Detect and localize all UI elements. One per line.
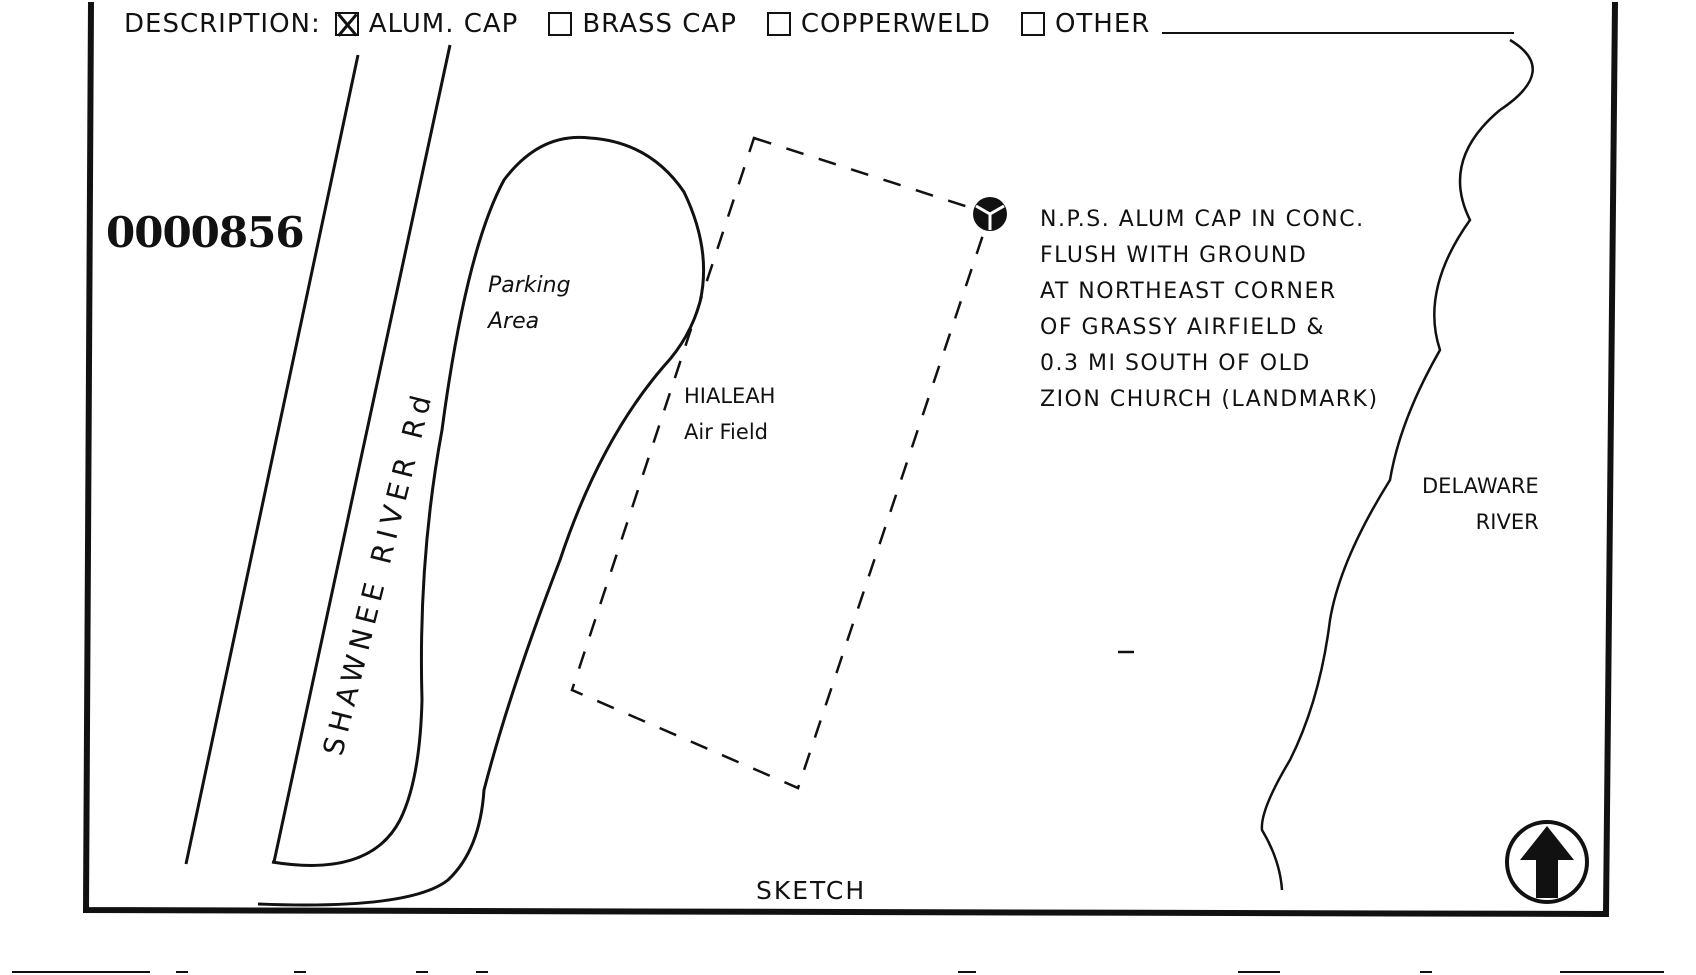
brass-cap-checkbox[interactable] [548, 12, 573, 36]
river-bank [1260, 38, 1534, 891]
option-copperweld[interactable]: COPPERWELD [766, 9, 991, 39]
note-line: N.P.S. ALUM CAP IN CONC. [1040, 207, 1365, 232]
serial-number: 0000856 [106, 208, 305, 257]
airfield-label: HIALEAH Air Field [684, 378, 775, 450]
copperweld-label: COPPERWELD [800, 9, 991, 39]
note-line: OF GRASSY AIRFIELD & [1040, 315, 1326, 340]
north-arrow-icon [1505, 820, 1589, 904]
river-label-line2: RIVER [1475, 510, 1539, 534]
note-line: ZION CHURCH (LANDMARK) [1040, 387, 1379, 412]
other-checkbox[interactable] [1020, 12, 1045, 36]
airfield-label-line2: Air Field [684, 420, 768, 444]
note-line: 0.3 MI SOUTH OF OLD [1040, 351, 1311, 376]
description-label: DESCRIPTION: [124, 9, 321, 39]
survey-marker-icon [973, 197, 1007, 231]
note-line: AT NORTHEAST CORNER [1040, 279, 1337, 304]
brass-cap-label: BRASS CAP [582, 9, 737, 39]
sketch-frame [82, 1, 1618, 918]
alum-cap-checkbox[interactable] [334, 12, 359, 36]
parking-label-line2: Area [488, 309, 540, 334]
other-blank-line[interactable] [1162, 32, 1515, 34]
option-other[interactable]: OTHER [1020, 9, 1515, 39]
road-edge-right [272, 44, 452, 863]
airfield-label-line1: HIALEAH [684, 384, 776, 408]
option-brass-cap[interactable]: BRASS CAP [548, 9, 737, 39]
marker-notes: N.P.S. ALUM CAP IN CONC. FLUSH WITH GROU… [1040, 202, 1379, 418]
parking-loop [257, 135, 706, 907]
other-label: OTHER [1054, 9, 1151, 39]
alum-cap-label: ALUM. CAP [368, 9, 519, 39]
parking-label-line1: Parking [488, 273, 571, 298]
note-line: FLUSH WITH GROUND [1040, 243, 1308, 268]
description-row: DESCRIPTION: ALUM. CAP BRASS CAP COPPERW… [124, 4, 1515, 44]
river-label: DELAWARE RIVER [1422, 468, 1539, 540]
parking-area-label: Parking Area [488, 268, 571, 340]
option-alum-cap[interactable]: ALUM. CAP [334, 9, 519, 39]
copperweld-checkbox[interactable] [766, 12, 791, 36]
airfield-boundary [570, 136, 992, 790]
river-label-line1: DELAWARE [1422, 474, 1539, 498]
sketch-footer-label: SKETCH [756, 876, 867, 905]
road-edge-left [184, 54, 360, 865]
